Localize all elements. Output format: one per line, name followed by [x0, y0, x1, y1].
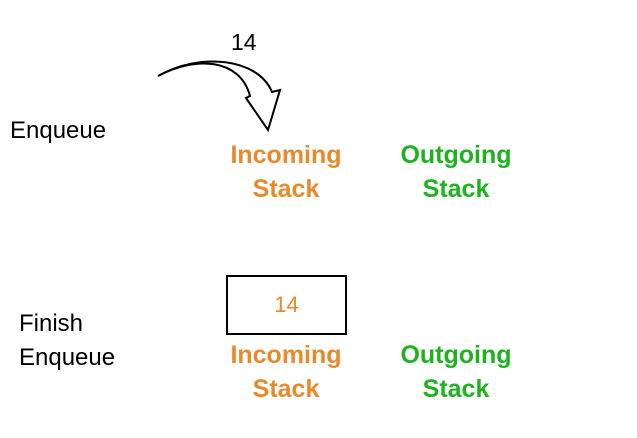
outgoing-stack-label: Outgoing Stack — [366, 138, 546, 206]
outgoing-stack-label-bottom-line2: Stack — [422, 375, 490, 403]
incoming-stack-label: Incoming Stack — [196, 138, 376, 206]
step-label-finish-line1: Finish — [19, 310, 84, 337]
step-label-finish-line2: Enqueue — [19, 344, 116, 371]
outgoing-stack-label-bottom: Outgoing Stack — [366, 338, 546, 406]
incoming-stack-label-bottom-line1: Incoming — [230, 341, 342, 369]
pushed-value: 14 — [231, 29, 257, 55]
step-label-finish-enqueue: Finish Enqueue — [19, 307, 115, 375]
outgoing-stack-label-line2: Stack — [422, 175, 490, 203]
incoming-stack-box: 14 — [226, 275, 347, 335]
stack-item-value: 14 — [274, 292, 299, 317]
outgoing-stack-label-line1: Outgoing — [400, 141, 512, 169]
incoming-stack-label-line2: Stack — [252, 175, 320, 203]
incoming-stack-label-bottom-line2: Stack — [252, 375, 320, 403]
outgoing-stack-label-bottom-line1: Outgoing — [400, 341, 512, 369]
incoming-stack-label-bottom: Incoming Stack — [196, 338, 376, 406]
curved-arrow-icon — [157, 60, 282, 133]
step-label-enqueue: Enqueue — [10, 117, 107, 144]
incoming-stack-label-line1: Incoming — [230, 141, 342, 169]
